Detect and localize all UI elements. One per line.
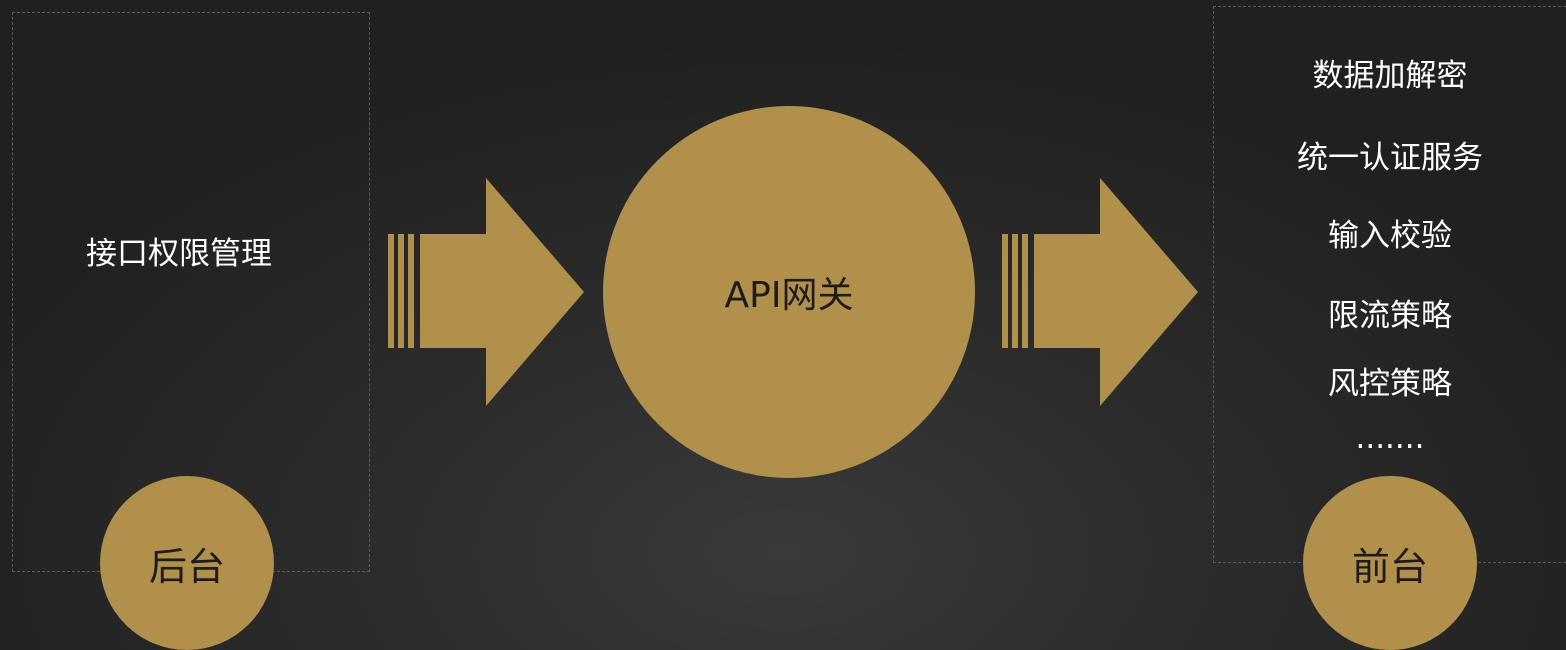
flow-arrow-icon [388, 178, 584, 406]
feature-item: 统一认证服务 [1297, 140, 1483, 176]
interface-permission-label: 接口权限管理 [86, 236, 272, 272]
feature-item: ....... [1355, 420, 1425, 456]
feature-item: 限流策略 [1328, 298, 1452, 334]
feature-item: 风控策略 [1328, 366, 1452, 402]
backend-label: 后台 [148, 544, 225, 589]
feature-item: 数据加解密 [1312, 58, 1468, 94]
frontend-label: 前台 [1351, 544, 1428, 589]
api-gateway-circle: API网关 [603, 106, 975, 478]
flow-arrow-icon [1002, 178, 1198, 406]
feature-item: 输入校验 [1328, 218, 1452, 254]
backend-circle: 后台 [100, 476, 274, 650]
api-gateway-label: API网关 [724, 275, 854, 316]
frontend-circle: 前台 [1303, 476, 1477, 650]
